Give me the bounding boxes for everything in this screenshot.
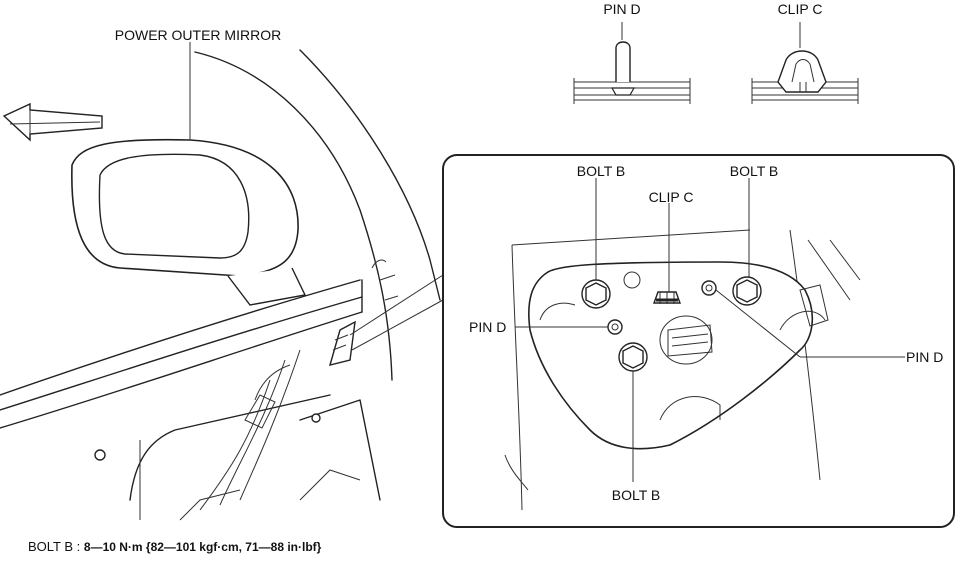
bolt-b-upper-right bbox=[732, 276, 762, 306]
torque-value: 8—10 N·m {82—101 kgf·cm, 71—88 in·lbf} bbox=[83, 540, 322, 554]
pin-d-detail-right bbox=[701, 280, 717, 296]
torque-part-label: BOLT B : bbox=[28, 539, 81, 554]
clip-c-top-label: CLIP C bbox=[778, 1, 823, 17]
clip-c-detail bbox=[751, 50, 859, 104]
callout-line-upper bbox=[349, 274, 444, 336]
bolt-b-left-label: BOLT B bbox=[577, 163, 626, 179]
bolt-b-right-label: BOLT B bbox=[730, 163, 779, 179]
bolt-b-bottom bbox=[618, 342, 648, 372]
power-outer-mirror bbox=[71, 138, 307, 306]
bolt-b-upper-left bbox=[581, 279, 611, 309]
clip-c-detail-part bbox=[653, 291, 681, 304]
pin-d-top-label: PIN D bbox=[603, 1, 640, 17]
pin-d-detail bbox=[573, 41, 691, 104]
pin-d-left-label: PIN D bbox=[469, 319, 506, 335]
pin-d-right-leader-a bbox=[715, 289, 801, 358]
callout-line-lower bbox=[351, 299, 444, 351]
bolt-b-bottom-label: BOLT B bbox=[612, 487, 661, 503]
mirror-base-detail bbox=[504, 229, 861, 511]
torque-specification: BOLT B : 8—10 N·m {82—101 kgf·cm, 71—88 … bbox=[28, 539, 321, 554]
clip-c-detail-label: CLIP C bbox=[649, 189, 694, 205]
direction-arrow-icon bbox=[2, 102, 103, 142]
pin-d-right-label: PIN D bbox=[906, 349, 943, 365]
power-outer-mirror-label: POWER OUTER MIRROR bbox=[115, 27, 281, 43]
pin-d-detail-left bbox=[607, 319, 623, 335]
door-body bbox=[0, 49, 441, 521]
